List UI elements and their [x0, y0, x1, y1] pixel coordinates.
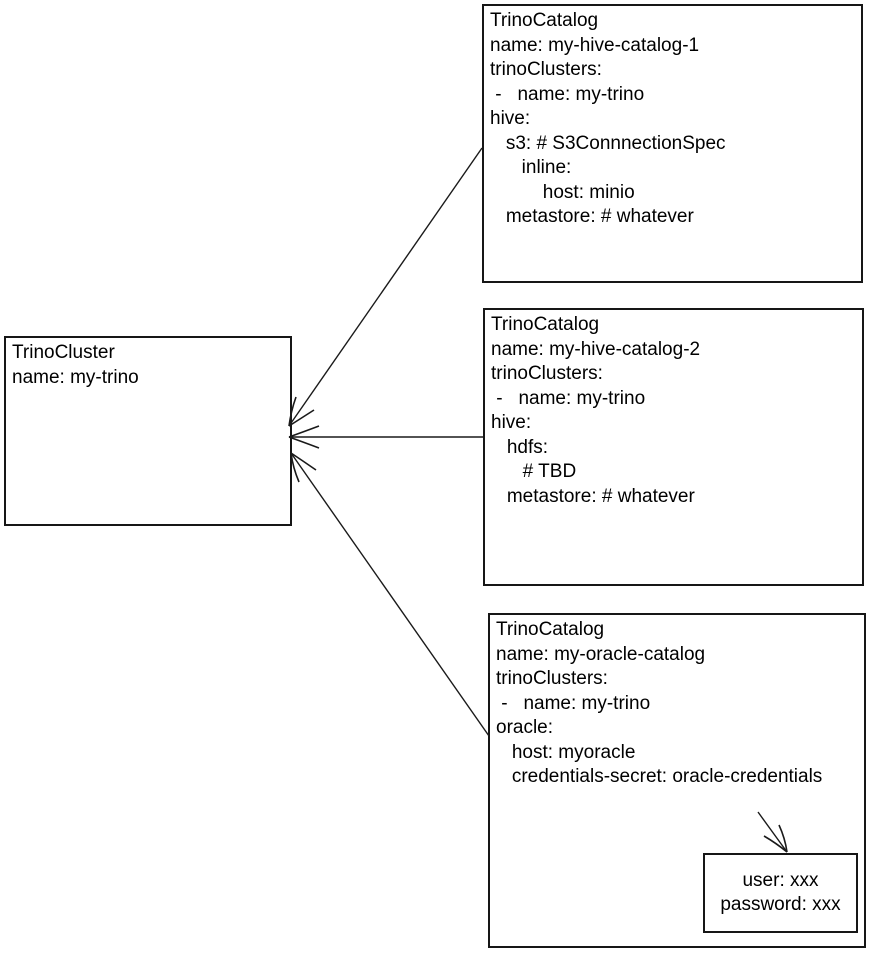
trino-catalog-box-oracle: TrinoCatalog name: my-oracle-catalog tri…: [488, 613, 866, 948]
trino-catalog-box-hive-1: TrinoCatalog name: my-hive-catalog-1 tri…: [482, 4, 863, 283]
connector-catalog-3-to-cluster: [290, 452, 490, 737]
trino-cluster-box: TrinoCluster name: my-trino: [4, 336, 292, 526]
arrowhead-icon: [288, 425, 320, 449]
trino-catalog-box-hive-2: TrinoCatalog name: my-hive-catalog-2 tri…: [483, 308, 864, 586]
connector-catalog-2-to-cluster: [288, 425, 483, 449]
trino-catalog-oracle-text: TrinoCatalog name: my-oracle-catalog tri…: [496, 619, 823, 787]
connector-catalog-1-to-cluster: [288, 147, 483, 427]
credentials-secret-text: user: xxx password: xxx: [720, 869, 841, 916]
arrowhead-icon: [290, 452, 317, 483]
trino-cluster-text: TrinoCluster name: my-trino: [12, 342, 139, 388]
trino-catalog-hive-2-text: TrinoCatalog name: my-hive-catalog-2 tri…: [491, 314, 701, 507]
trino-catalog-hive-1-text: TrinoCatalog name: my-hive-catalog-1 tri…: [490, 10, 726, 227]
credentials-secret-box: user: xxx password: xxx: [703, 853, 858, 933]
arrowhead-icon: [288, 396, 315, 427]
